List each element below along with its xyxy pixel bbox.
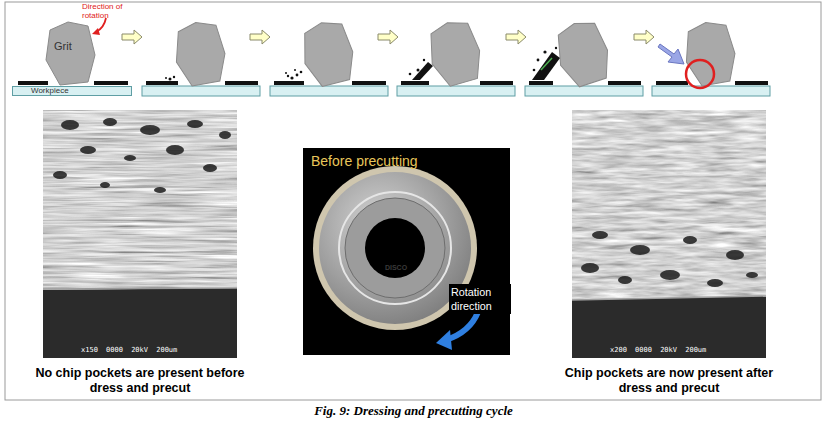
node-text: x200 0000 20kV 200um	[610, 346, 706, 354]
figure-caption: Fig. 9: Dressing and precutting cycle	[0, 403, 827, 419]
grit-shape	[46, 22, 95, 85]
node-text: Before precutting	[311, 153, 418, 169]
sem-image: x150 0000 20kV 200um	[43, 110, 237, 358]
blade-photo-panel: Before precuttingRotation direction	[303, 148, 510, 355]
brand-mark: DISCO	[381, 264, 411, 271]
image-caption: No chip pockets are present before dress…	[33, 366, 247, 396]
node-text: Workpiece	[13, 87, 131, 95]
grit-particle: Grit	[45, 20, 97, 87]
image-caption: Chip pockets are now present after dress…	[559, 366, 779, 396]
node-text: Grit	[54, 40, 72, 52]
rotation-note: Direction of rotation	[82, 2, 138, 20]
node-text: Rotation direction	[449, 284, 511, 314]
grit-outline	[45, 20, 97, 87]
sem-image: x200 0000 20kV 200um	[572, 110, 766, 358]
node-text: x150 0000 20kV 200um	[81, 346, 177, 354]
workpiece-strip: Workpiece	[12, 86, 132, 96]
